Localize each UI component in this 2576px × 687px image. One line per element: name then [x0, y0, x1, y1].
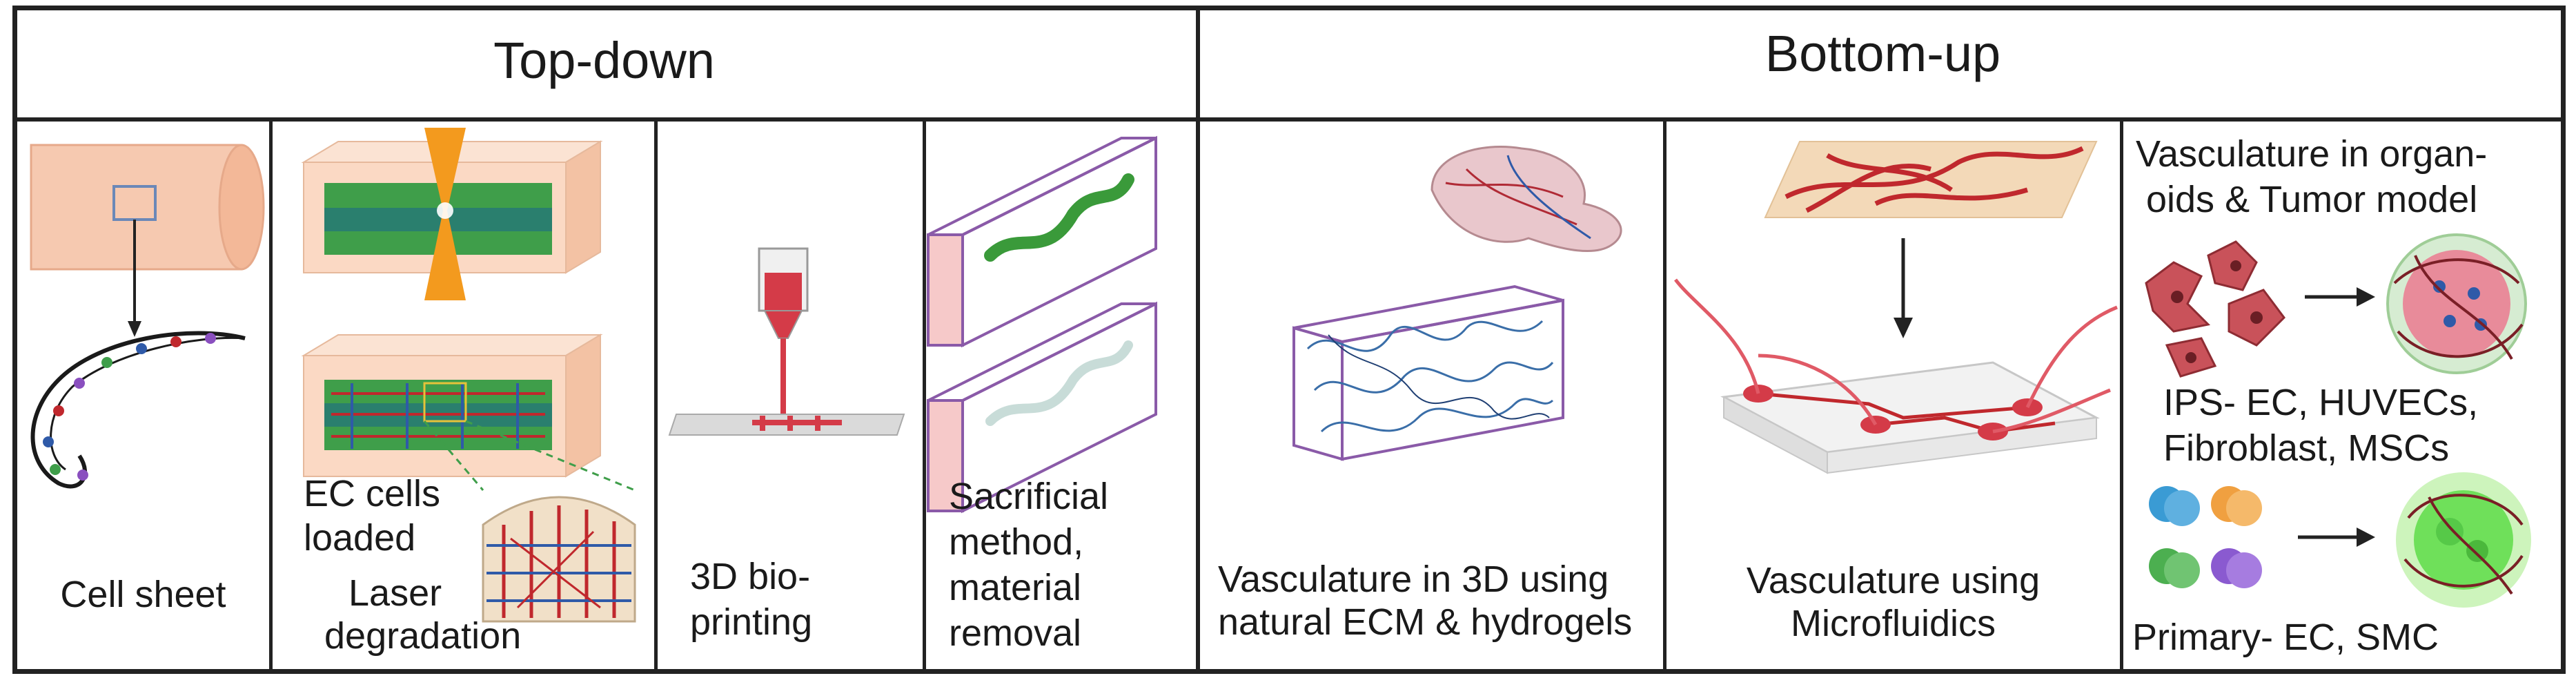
laser-caption-line1: Laser: [348, 572, 442, 614]
panel-divider-5: [2120, 117, 2123, 674]
organoids-title-line2: oids & Tumor model: [2146, 179, 2478, 220]
header-bottom-up: Bottom-up: [1764, 25, 2001, 82]
outer-frame: [12, 6, 2566, 674]
organoids-caption: Primary- EC, SMC: [2132, 617, 2439, 658]
panel-divider-3: [923, 117, 926, 674]
ecm-caption-line1: Vasculature in 3D using: [1218, 559, 1609, 600]
microfluidics-illustration: [1674, 141, 2118, 474]
laser-beam: [424, 128, 466, 300]
arrow-right-icon: [2298, 528, 2375, 547]
laser-caption-line2: degradation: [324, 615, 522, 657]
laser-illustration: [301, 128, 636, 623]
syringe-nozzle: [758, 247, 809, 421]
endothelial-cells: [2145, 240, 2285, 378]
sacrificial-caption-line3: material: [949, 567, 1082, 608]
ecm-caption-line2: natural ECM & hydrogels: [1218, 601, 1633, 643]
tissue-block-bottom: [301, 333, 603, 478]
panel-divider-4: [1663, 117, 1666, 674]
organoid-illustration-top: [2145, 233, 2527, 378]
curled-cell-sheet: [30, 331, 246, 489]
ecm-hydrogel-illustration: [1292, 146, 1622, 461]
ec-cells-label-line1: EC cells: [304, 473, 441, 514]
ec-cells-label-line2: loaded: [304, 517, 416, 559]
sacrificial-caption-line4: removal: [949, 612, 1082, 654]
vascularized-organoid: [2386, 233, 2527, 374]
brain-icon: [1430, 146, 1622, 253]
section-divider: [1196, 6, 1200, 674]
organoid-illustration-bottom: [2149, 472, 2531, 608]
cell-sheet-illustration: [30, 144, 265, 489]
header-divider: [12, 117, 2566, 122]
arrow-right-icon: [2305, 287, 2375, 307]
header-top-down: Top-down: [493, 32, 715, 89]
zoom-lines: [423, 420, 636, 492]
panel-divider-2: [654, 117, 658, 674]
tissue-cylinder: [30, 144, 265, 271]
microfluidics-caption-line2: Microfluidics: [1790, 603, 1996, 644]
hydrogel-box: [1292, 284, 1564, 461]
vessel-network-inset: [482, 496, 636, 623]
sacrificial-caption-line1: Sacrificial: [949, 476, 1109, 517]
bioprinting-caption-line2: printing: [690, 601, 813, 643]
organoids-title-line1: Vasculature in organ-: [2136, 133, 2488, 175]
arrow-down-icon: [1894, 238, 1913, 338]
bioprinting-caption-line1: 3D bio-: [690, 556, 811, 597]
channel-box-top: [927, 135, 1157, 348]
panel-divider-1: [269, 117, 273, 674]
print-bed: [668, 414, 905, 436]
arrow-down-icon: [128, 220, 141, 337]
tumor-spheroid: [2396, 472, 2531, 608]
sacrificial-illustration: [927, 135, 1157, 514]
channel-box-bottom: [927, 301, 1157, 514]
microfluidic-chip: [1674, 278, 2118, 474]
microfluidics-caption-line1: Vasculature using: [1746, 560, 2041, 601]
primary-cells: [2149, 486, 2262, 588]
organoids-cells-line2: Fibroblast, MSCs: [2163, 427, 2450, 469]
bioprinting-illustration: [668, 247, 905, 436]
organoids-cells-line1: IPS- EC, HUVECs,: [2163, 382, 2479, 423]
vessel-sheet: [1764, 141, 2098, 218]
cell-sheet-caption: Cell sheet: [60, 574, 226, 615]
sacrificial-caption-line2: method,: [949, 521, 1084, 563]
